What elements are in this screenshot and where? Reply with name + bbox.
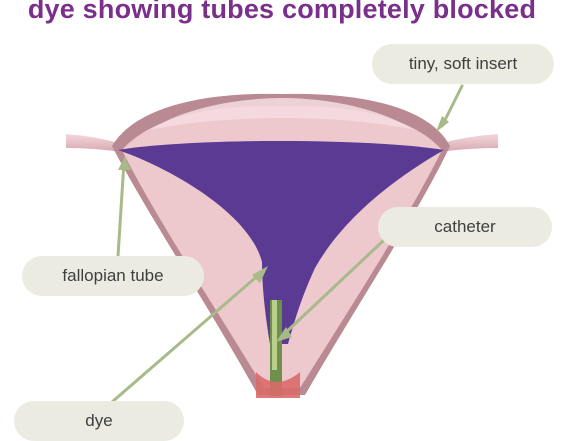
left-fallopian-tube bbox=[66, 134, 122, 152]
label-catheter: catheter bbox=[378, 207, 552, 247]
label-dye: dye bbox=[14, 401, 184, 441]
label-tiny-soft-insert: tiny, soft insert bbox=[372, 44, 554, 84]
leader-fallopian-tube bbox=[118, 162, 124, 256]
catheter-highlight bbox=[272, 300, 277, 370]
label-fallopian-tube: fallopian tube bbox=[22, 256, 204, 296]
